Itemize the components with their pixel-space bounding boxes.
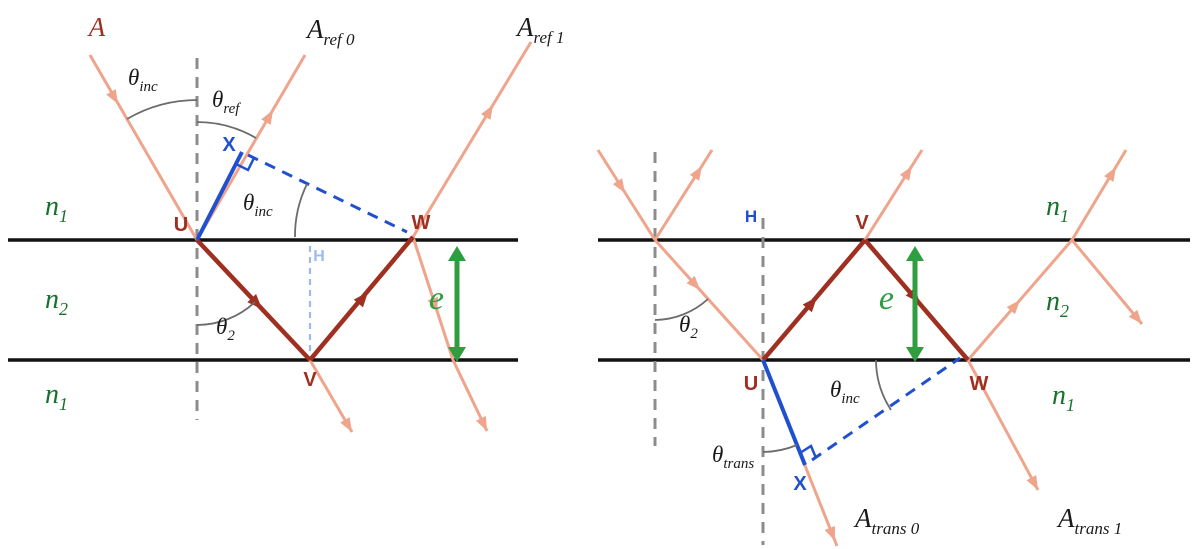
- exit-ray-far-right-arrowhead: [1104, 167, 1116, 182]
- point-h-label: H: [745, 207, 757, 226]
- theta-inc-label: θinc: [128, 65, 158, 95]
- point-u-label: U: [744, 373, 758, 395]
- point-h-label: H: [313, 248, 325, 265]
- point-v-label: V: [855, 212, 869, 234]
- transmitted-ray-below-w-arrowhead: [475, 415, 487, 431]
- construction-segment-u-x: [761, 359, 807, 466]
- exit-ray-far-right: [1070, 149, 1128, 241]
- internal-ray-u-v-arrowhead: [802, 297, 817, 313]
- internal-ray-u-v-arrowhead: [247, 293, 262, 309]
- internal-ray-from-w: [411, 236, 455, 361]
- thickness-arrow-bottom-head: [448, 347, 466, 362]
- reflected-ray-0-arrowhead: [261, 110, 273, 125]
- index-n2-label: n2: [1046, 286, 1069, 321]
- index-n1-bottom-label: n1: [45, 379, 68, 414]
- theta-ref-arc: [196, 121, 257, 139]
- internal-ray-from-w-arrowhead: [427, 296, 439, 312]
- right-angle-marker: [799, 444, 818, 459]
- index-n1-bottom-label: n1: [1052, 380, 1075, 415]
- theta-inc-mid-label: θinc: [243, 190, 273, 220]
- internal-reflection-far-right: [1070, 239, 1144, 325]
- refracted-ray-into-layer: [653, 238, 765, 362]
- thickness-label: e: [879, 280, 894, 317]
- internal-reflection-far-right-arrowhead: [1128, 309, 1142, 324]
- thickness-arrow-top-head: [906, 246, 924, 261]
- internal-ray-w-up-arrowhead: [1006, 300, 1020, 315]
- incident-ray-arrowhead: [612, 178, 625, 193]
- incident-ray-arrowhead: [106, 89, 118, 104]
- wavefront-dashed-x-w: [811, 356, 961, 462]
- right-diagram: H V U W X θ2 θinc θtrans n1 n2 n1 e Atra…: [596, 149, 1190, 547]
- refracted-ray-into-layer-arrowhead: [686, 275, 700, 290]
- theta-2-label: θ2: [216, 314, 235, 344]
- theta-inc-arc: [875, 359, 892, 411]
- theta-2-label: θ2: [679, 312, 698, 342]
- thickness-arrow-top-head: [448, 246, 466, 261]
- right-angle-marker: [235, 157, 256, 172]
- incident-ray: [88, 54, 199, 241]
- incident-ray: [596, 149, 657, 241]
- index-n2-label: n2: [45, 284, 68, 319]
- transmitted-ray-0-label: Atrans 0: [853, 503, 920, 538]
- reflected-ray-1-label: Aref 1: [515, 12, 565, 47]
- reflected-ray-top: [653, 149, 714, 241]
- point-x-label: X: [222, 134, 236, 156]
- theta-inc-arc: [126, 99, 198, 120]
- theta-2-arc: [196, 301, 256, 326]
- theta-inc-mid-arc: [294, 183, 308, 238]
- theta-trans-label: θtrans: [712, 442, 754, 472]
- wavefront-dashed-x-w: [247, 153, 408, 234]
- reflected-ray-1: [411, 41, 533, 238]
- transmitted-ray-1: [966, 359, 1040, 491]
- point-v-label: V: [303, 369, 317, 391]
- thickness-arrow-bottom-head: [906, 347, 924, 362]
- index-n1-top-label: n1: [1046, 191, 1069, 226]
- theta-trans-arc: [762, 444, 798, 453]
- point-w-label: W: [970, 373, 989, 395]
- internal-ray-v-w-arrowhead: [353, 292, 368, 308]
- theta-ref-label: θref: [212, 87, 241, 117]
- reflected-ray-0-label: Aref 0: [305, 14, 355, 49]
- transmitted-ray-1-label: Atrans 1: [1056, 503, 1122, 538]
- construction-segment-u-x: [195, 151, 244, 241]
- transmitted-ray-1-arrowhead: [1026, 475, 1038, 490]
- index-n1-top-label: n1: [45, 191, 68, 226]
- theta-2-arc: [654, 298, 709, 321]
- reflected-ray-1-arrowhead: [481, 105, 493, 120]
- incident-ray-label: A: [87, 12, 106, 42]
- exit-ray-at-v: [863, 149, 924, 241]
- thickness-label: e: [429, 280, 444, 317]
- reflected-ray-top-arrowhead: [689, 166, 702, 181]
- point-x-label: X: [793, 473, 807, 495]
- point-u-label: U: [174, 214, 188, 236]
- left-diagram: A Aref 0 Aref 1 θinc θref θinc θ2 U X W …: [8, 12, 565, 433]
- transmitted-ray-at-v-arrowhead: [340, 417, 352, 432]
- transmitted-ray-0-arrowhead: [824, 525, 835, 541]
- theta-inc-label: θinc: [830, 377, 860, 407]
- point-w-label: W: [412, 212, 431, 234]
- exit-ray-at-v-arrowhead: [899, 166, 912, 181]
